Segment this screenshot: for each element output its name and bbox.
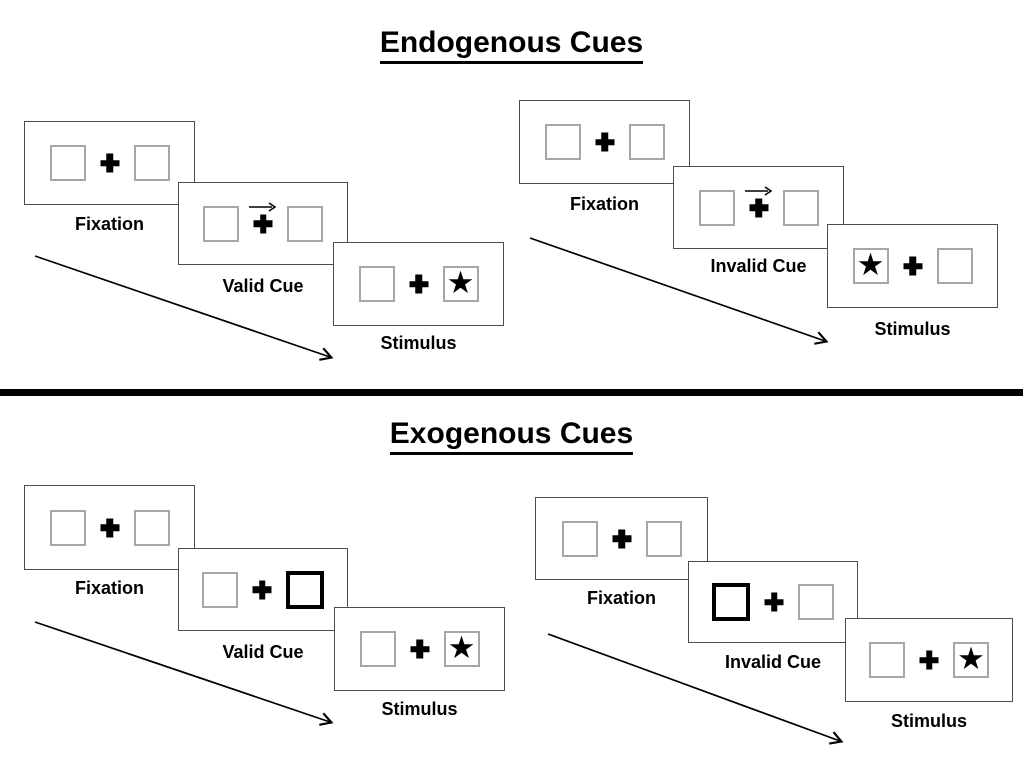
endogenous-invalid-stimulus-panel: ★ — [827, 224, 998, 308]
target-box: ★ — [852, 246, 889, 284]
right-placeholder-box — [782, 189, 819, 226]
star-icon: ★ — [957, 640, 985, 677]
right-placeholder-box — [133, 145, 170, 181]
left-placeholder-box — [561, 520, 598, 557]
exogenous-valid-stimulus-panel: ★ — [334, 607, 505, 691]
fixation-zone — [598, 498, 646, 579]
endogenous-invalid-cue-panel — [673, 166, 844, 249]
fixation-cross-icon — [903, 257, 922, 276]
sequence-arrow-icon — [34, 255, 334, 361]
panel-label: Stimulus — [381, 699, 458, 719]
cue-highlight-box — [286, 570, 324, 609]
endogenous-valid-stimulus-panel: ★ — [333, 242, 504, 326]
left-placeholder-box — [203, 205, 239, 242]
cue-arrow-right-icon — [744, 185, 773, 197]
fixation-zone — [735, 167, 783, 248]
endogenous-valid-fixation-panel — [24, 121, 195, 205]
right-placeholder-box — [936, 248, 973, 284]
fixation-zone — [889, 225, 937, 307]
star-icon: ★ — [446, 264, 475, 301]
target-box: ★ — [443, 629, 480, 667]
panel-label: Fixation — [74, 214, 144, 234]
panel-label: Invalid Cue — [710, 256, 807, 276]
panel-label: Invalid Cue — [724, 652, 822, 672]
panel-label: Stimulus — [874, 319, 951, 339]
fixation-zone — [239, 183, 287, 264]
fixation-zone — [86, 122, 134, 204]
fixation-zone — [86, 486, 134, 569]
endogenous-section-title: Endogenous Cues — [0, 26, 1023, 64]
target-box: ★ — [442, 264, 479, 302]
left-placeholder-box — [49, 509, 86, 546]
fixation-cross-icon — [410, 640, 429, 659]
left-placeholder-box — [359, 631, 396, 667]
exogenous-invalid-cue-panel — [688, 561, 858, 643]
cue-highlight-box — [712, 583, 750, 621]
fixation-cross-icon — [765, 593, 784, 612]
fixation-zone — [395, 243, 443, 325]
panel-label: Fixation — [74, 578, 144, 598]
exogenous-section-title: Exogenous Cues — [0, 417, 1023, 455]
endogenous-title-text: Endogenous Cues — [379, 26, 644, 64]
exogenous-valid-cue-panel — [178, 548, 348, 631]
star-icon: ★ — [856, 246, 885, 283]
exogenous-title-text: Exogenous Cues — [389, 417, 634, 455]
fixation-zone — [238, 549, 286, 630]
fixation-cross-icon — [100, 154, 119, 173]
endogenous-valid-cue-panel — [178, 182, 348, 265]
exogenous-invalid-fixation-panel — [535, 497, 708, 580]
right-placeholder-box — [798, 584, 834, 620]
fixation-cross-icon — [100, 518, 119, 537]
left-placeholder-box — [358, 266, 395, 302]
left-placeholder-box — [49, 145, 86, 181]
left-placeholder-box — [202, 571, 238, 608]
left-placeholder-box — [698, 189, 735, 226]
exogenous-valid-fixation-panel — [24, 485, 195, 570]
fixation-cross-icon — [254, 214, 273, 233]
sequence-arrow-icon — [529, 237, 829, 345]
right-placeholder-box — [645, 520, 682, 557]
panel-label: Fixation — [586, 588, 656, 608]
panel-label: Valid Cue — [222, 276, 304, 296]
fixation-cross-icon — [595, 133, 614, 152]
fixation-cross-icon — [253, 580, 272, 599]
panel-label: Valid Cue — [222, 642, 304, 662]
right-placeholder-box — [133, 509, 170, 546]
fixation-zone — [396, 608, 444, 690]
left-placeholder-box — [869, 642, 905, 678]
target-box: ★ — [953, 642, 989, 678]
sequence-arrow-icon — [34, 621, 334, 726]
star-icon: ★ — [447, 629, 476, 666]
panel-label: Stimulus — [380, 333, 457, 353]
sequence-arrow-icon — [547, 633, 844, 745]
fixation-zone — [750, 562, 798, 642]
cue-arrow-right-icon — [249, 201, 277, 213]
panel-label: Stimulus — [890, 711, 967, 731]
endogenous-invalid-fixation-panel — [519, 100, 690, 184]
fixation-cross-icon — [749, 198, 768, 217]
panel-label: Fixation — [569, 194, 639, 214]
fixation-cross-icon — [612, 529, 631, 548]
section-divider — [0, 389, 1023, 396]
right-placeholder-box — [287, 205, 323, 242]
right-placeholder-box — [628, 124, 665, 160]
fixation-zone — [581, 101, 629, 183]
fixation-zone — [905, 619, 953, 701]
exogenous-invalid-stimulus-panel: ★ — [845, 618, 1013, 702]
fixation-cross-icon — [920, 651, 939, 670]
left-placeholder-box — [544, 124, 581, 160]
fixation-cross-icon — [409, 275, 428, 294]
